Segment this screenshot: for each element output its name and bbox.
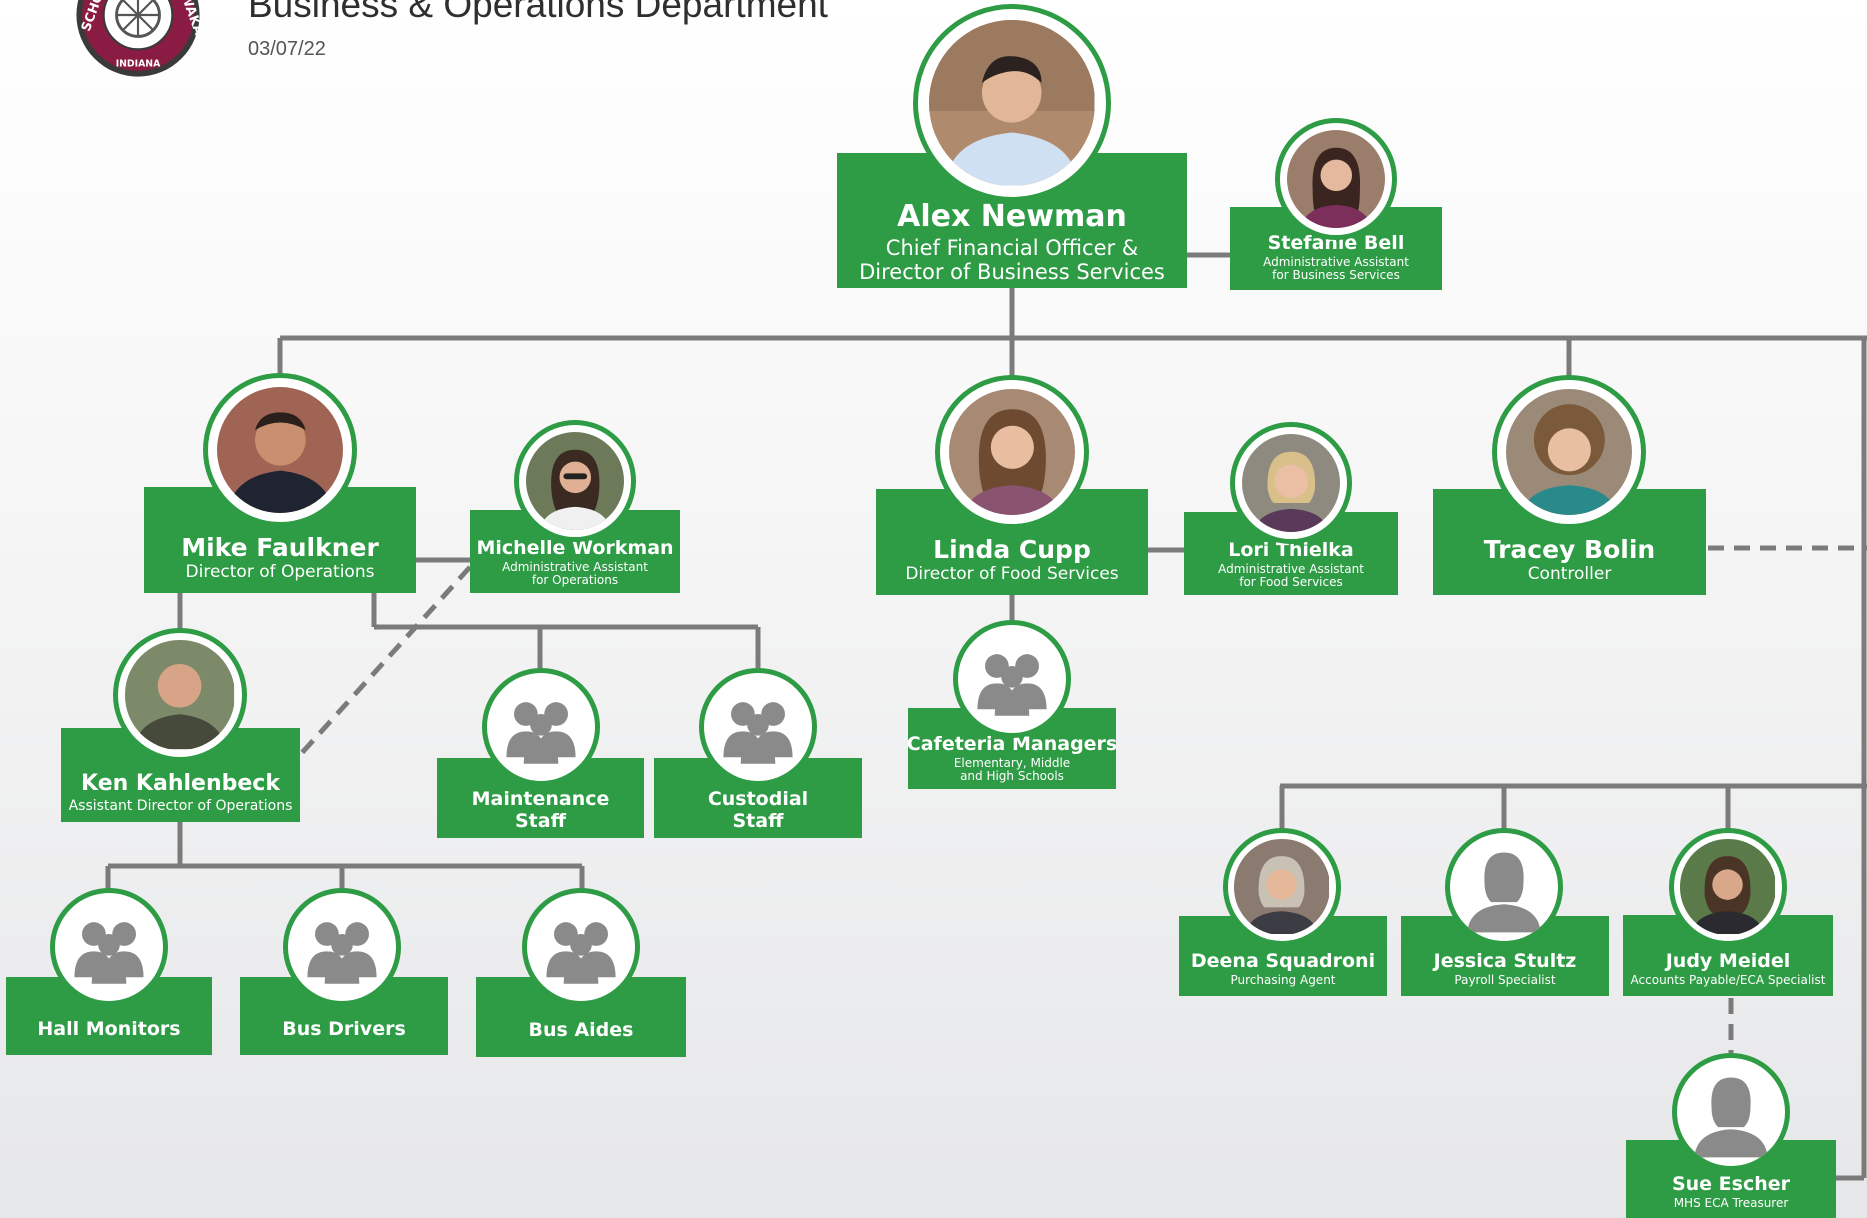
photo-icon xyxy=(1230,422,1352,544)
person-silhouette-icon xyxy=(1672,1053,1790,1171)
node-cafeteria-managers: Cafeteria Managers Elementary, Middle an… xyxy=(906,708,1118,789)
node-bus-drivers: Bus Drivers xyxy=(240,977,448,1055)
photo-icon xyxy=(1223,828,1341,946)
node-name: Linda Cupp xyxy=(933,535,1091,565)
node-title: for Operations xyxy=(531,573,619,588)
node-title: for Business Services xyxy=(1272,268,1400,283)
node-name: Staff xyxy=(732,810,784,832)
node-hall-monitors: Hall Monitors xyxy=(6,977,212,1055)
node-name: Jessica Stultz xyxy=(1433,950,1577,973)
node-name: Bus Aides xyxy=(528,1019,634,1042)
photo-icon xyxy=(113,628,247,762)
node-name: Hall Monitors xyxy=(37,1018,181,1041)
node-title: Controller xyxy=(1527,564,1612,585)
group-icon xyxy=(482,668,600,786)
node-title: Director of Business Services xyxy=(859,260,1165,285)
group-icon xyxy=(50,888,168,1006)
node-name: Tracey Bolin xyxy=(1483,535,1656,565)
node-title: Administrative Assistant xyxy=(1218,561,1364,576)
photo-icon xyxy=(203,373,357,527)
node-title: and High Schools xyxy=(960,769,1064,784)
node-maintenance-staff: Maintenance Staff xyxy=(437,758,644,838)
node-mike-faulkner: Mike Faulkner Director of Operations xyxy=(144,487,416,593)
node-name: Michelle Workman xyxy=(476,536,674,559)
node-name: Stefanie Bell xyxy=(1267,231,1405,254)
node-name: Sue Escher xyxy=(1671,1173,1791,1196)
node-name: Ken Kahlenbeck xyxy=(81,771,280,797)
page-title: Business & Operations Department xyxy=(248,0,828,25)
node-title: Director of Operations xyxy=(185,562,375,583)
node-title: MHS ECA Treasurer xyxy=(1673,1196,1789,1211)
node-title: for Food Services xyxy=(1239,575,1343,590)
group-icon xyxy=(699,668,817,786)
school-seal-logo: INDIANA SCHO WAKA xyxy=(50,0,226,78)
photo-icon xyxy=(1275,118,1397,240)
node-title: Director of Food Services xyxy=(905,564,1119,585)
svg-text:INDIANA: INDIANA xyxy=(116,59,161,70)
node-name: Bus Drivers xyxy=(282,1018,406,1041)
node-title: Purchasing Agent xyxy=(1230,973,1336,988)
group-icon xyxy=(522,888,640,1006)
photo-icon xyxy=(913,4,1111,202)
node-title: Accounts Payable/ECA Specialist xyxy=(1630,972,1826,987)
group-icon xyxy=(283,888,401,1006)
node-name: Cafeteria Managers xyxy=(906,732,1118,755)
node-title: Chief Financial Officer & xyxy=(885,236,1139,261)
photo-icon xyxy=(1669,828,1787,946)
node-title: Elementary, Middle xyxy=(953,755,1071,770)
node-linda-cupp: Linda Cupp Director of Food Services xyxy=(876,489,1148,595)
node-name: Judy Meidel xyxy=(1665,949,1791,972)
photo-icon xyxy=(514,420,636,542)
person-silhouette-icon xyxy=(1445,828,1563,946)
node-lori-thielka: Lori Thielka Administrative Assistant fo… xyxy=(1184,512,1398,595)
node-title: Assistant Director of Operations xyxy=(68,797,293,814)
photo-icon xyxy=(1492,375,1646,529)
page-date: 03/07/22 xyxy=(248,38,326,60)
node-name: Deena Squadroni xyxy=(1190,950,1376,973)
node-name: Mike Faulkner xyxy=(181,533,379,563)
photo-icon xyxy=(935,375,1089,529)
node-name: Lori Thielka xyxy=(1228,538,1354,561)
node-name: Alex Newman xyxy=(897,198,1127,234)
node-title: Payroll Specialist xyxy=(1454,973,1556,988)
node-name: Maintenance xyxy=(471,788,610,811)
group-icon xyxy=(953,620,1071,738)
node-title: Administrative Assistant xyxy=(502,559,648,574)
node-name: Staff xyxy=(515,810,566,832)
node-name: Custodial xyxy=(707,788,809,811)
node-title: Administrative Assistant xyxy=(1263,254,1409,269)
